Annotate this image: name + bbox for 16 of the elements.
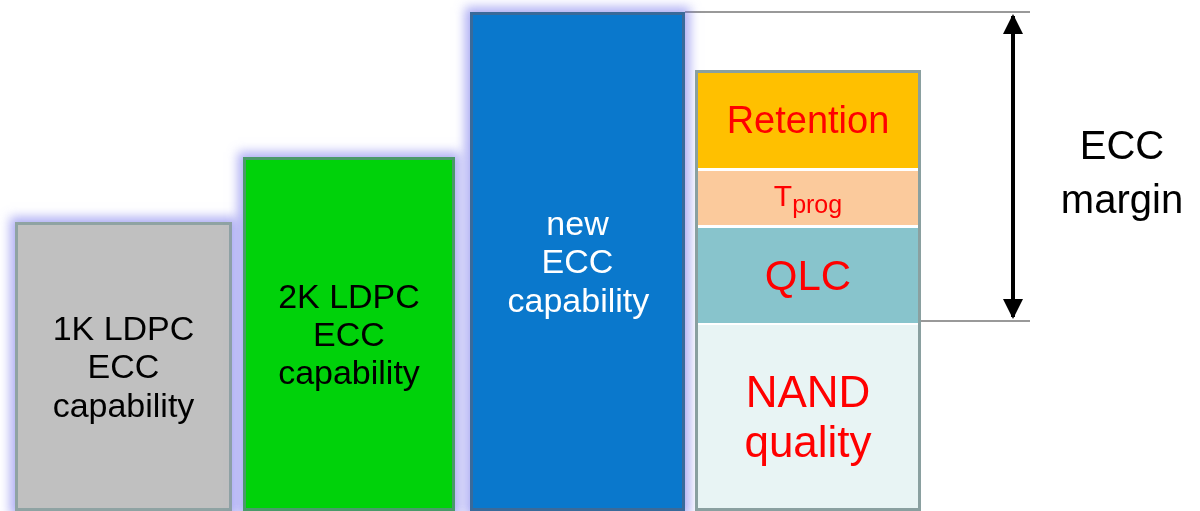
- bar-label: 1K LDPC ECC capability: [51, 309, 196, 424]
- stack-segment: [698, 325, 918, 508]
- margin-stack-box: [695, 70, 921, 511]
- capability-bar: [15, 222, 232, 511]
- bar-label: 2K LDPC ECC capability: [277, 276, 421, 392]
- bar-label: QLC: [764, 252, 852, 299]
- bar-label: Retention: [726, 99, 890, 142]
- dimension-label: ECC margin: [1059, 122, 1185, 223]
- bar-label: new ECC capability: [507, 204, 648, 319]
- capability-bar: [470, 12, 685, 511]
- stack-segment: [698, 171, 918, 225]
- capability-bar: [243, 157, 455, 511]
- stack-segment: [698, 228, 918, 323]
- bar-label: NAND quality: [743, 367, 873, 466]
- bar-label: T$_{prog}$: [773, 178, 843, 218]
- stack-segment: [698, 73, 918, 168]
